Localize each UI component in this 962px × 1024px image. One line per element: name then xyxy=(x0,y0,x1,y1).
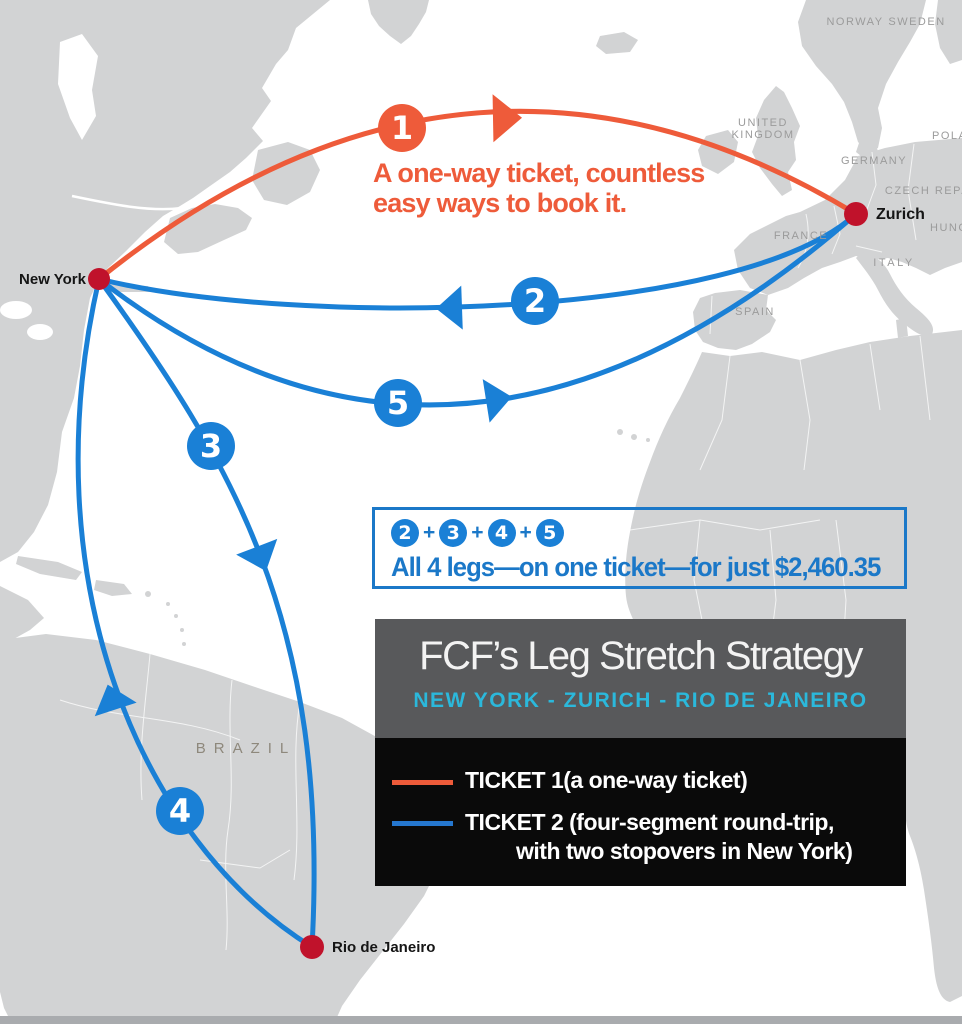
legend-label-ticket2-line2: with two stopovers in New York) xyxy=(516,838,853,864)
border-libya xyxy=(869,343,881,411)
map-label-italy: ITALY xyxy=(873,257,915,269)
route-leg-1 xyxy=(96,108,859,282)
route-leg-4 xyxy=(75,276,315,950)
legend-swatch-ticket1 xyxy=(392,780,453,785)
city-dot-rio xyxy=(300,935,324,959)
mini-leg-circle-2: 2 xyxy=(391,519,419,547)
leg-circle-2: 2 xyxy=(511,277,559,325)
map-bottom-edge xyxy=(0,1016,962,1024)
landmass-south-america xyxy=(0,634,452,1024)
border-algeria-tunisia xyxy=(799,359,811,471)
leg1-caption: A one-way ticket, countless easy ways to… xyxy=(373,158,705,218)
city-label-zurich: Zurich xyxy=(876,206,925,223)
landmass-north-america xyxy=(0,0,330,562)
arrowhead-leg-5 xyxy=(482,379,512,423)
panel-body xyxy=(375,738,906,886)
city-dot-zurich xyxy=(844,202,868,226)
city-label-new-york: New York xyxy=(19,271,86,288)
border-sahara xyxy=(629,519,821,531)
panel-subtitle: NEW YORK - ZURICH - RIO DE JANEIRO xyxy=(413,689,868,712)
map-label-germany: GERMANY xyxy=(840,155,908,167)
map-label-united-kingdom: UNITED KINGDOM xyxy=(731,117,795,141)
strategy-panel: FCF’s Leg Stretch Strategy NEW YORK - ZU… xyxy=(375,619,906,886)
island-canary-1 xyxy=(617,429,623,435)
map-label-norway: NORWAY xyxy=(826,16,884,28)
map-label-france: FRANCE xyxy=(773,230,829,242)
landmass-cuba xyxy=(16,556,82,580)
map-label-sweden: SWEDEN xyxy=(888,16,946,28)
route-leg-5 xyxy=(96,211,859,408)
panel-title: FCF’s Leg Stretch Strategy xyxy=(419,634,863,678)
border-peru xyxy=(140,653,151,801)
border-brazil-south xyxy=(293,701,301,881)
landmass-sardinia xyxy=(896,318,908,338)
city-dot-new-york xyxy=(88,268,110,290)
border-egypt xyxy=(919,335,931,421)
island-antilles-4 xyxy=(182,642,186,646)
island-antilles-1 xyxy=(166,602,170,606)
landmass-finland xyxy=(935,0,962,64)
mini-leg-circle-5: 5 xyxy=(535,519,564,547)
landmass-iberia xyxy=(693,290,776,350)
landmass-central-america xyxy=(0,586,44,642)
leg-circle-1: 1 xyxy=(378,104,426,152)
plus-sign: + xyxy=(519,521,532,544)
leg-circle-4: 4 xyxy=(156,787,204,835)
landmass-scandinavia xyxy=(798,0,926,152)
landmass-great-britain xyxy=(752,86,800,196)
border-brazil-west xyxy=(225,679,233,951)
border-poland-west xyxy=(865,151,877,213)
mini-leg-circle-4: 4 xyxy=(487,519,516,547)
leg1-caption-line2: easy ways to book it. xyxy=(373,188,627,218)
map-label-poland: POLAND xyxy=(932,130,962,142)
map-label-czech-rep: CZECH REP. xyxy=(884,185,962,197)
legend-label-ticket2-line1: TICKET 2 (four-segment round-trip, xyxy=(465,809,834,835)
mini-leg-circle-3: 3 xyxy=(439,519,468,547)
island-antilles-3 xyxy=(180,628,184,632)
landmass-italy xyxy=(856,252,934,336)
price-box-legs-row: 2 + 3 + 4 + 5 xyxy=(391,519,564,547)
leg-circle-5: 5 xyxy=(374,379,422,427)
border-europe-east xyxy=(907,143,917,241)
route-leg-2 xyxy=(96,211,859,311)
map-label-spain: SPAIN xyxy=(735,306,775,318)
border-austria xyxy=(855,245,883,253)
border-spain-portugal xyxy=(709,295,713,335)
leg-circle-3: 3 xyxy=(187,422,235,470)
lake-great-lakes-1 xyxy=(0,301,32,319)
bay-hudson xyxy=(58,34,98,140)
border-spain-france xyxy=(767,295,777,309)
price-box: 2 + 3 + 4 + 5 All 4 legs—on one ticket—f… xyxy=(372,507,907,589)
legend-swatch-ticket2 xyxy=(392,821,453,826)
map-label-brazil: BRAZIL xyxy=(195,740,297,757)
arrowhead-leg-2 xyxy=(436,285,463,330)
city-label-rio: Rio de Janeiro xyxy=(332,939,436,956)
river-st-lawrence xyxy=(71,194,183,211)
island-canary-2 xyxy=(631,434,637,440)
map-label-hungary: HUNGARY xyxy=(930,222,962,234)
landmass-hispaniola xyxy=(94,580,132,596)
island-puerto-rico xyxy=(145,591,151,597)
landmass-ireland xyxy=(698,130,738,174)
landmass-nova-scotia xyxy=(164,204,252,254)
arrowhead-leg-3 xyxy=(236,538,278,572)
arrowhead-leg-4 xyxy=(94,684,137,717)
leg1-caption-line1: A one-way ticket, countless xyxy=(373,158,705,188)
plus-sign: + xyxy=(423,521,436,544)
river-amazon xyxy=(59,699,241,741)
landmass-greenland xyxy=(368,0,429,44)
lake-great-lakes-2 xyxy=(27,324,53,340)
border-bolivia xyxy=(199,849,291,869)
panel-header xyxy=(375,619,906,738)
border-morocco-algeria xyxy=(699,355,731,471)
landmass-iceland xyxy=(596,32,638,54)
legend-label-ticket1: TICKET 1(a one-way ticket) xyxy=(465,767,748,793)
arrowhead-leg-1 xyxy=(492,94,522,143)
plus-sign: + xyxy=(471,521,484,544)
border-germany-east xyxy=(831,205,841,255)
price-box-text: All 4 legs—on one ticket—for just $2,460… xyxy=(391,552,881,582)
island-antilles-2 xyxy=(174,614,178,618)
island-canary-3 xyxy=(646,438,650,442)
